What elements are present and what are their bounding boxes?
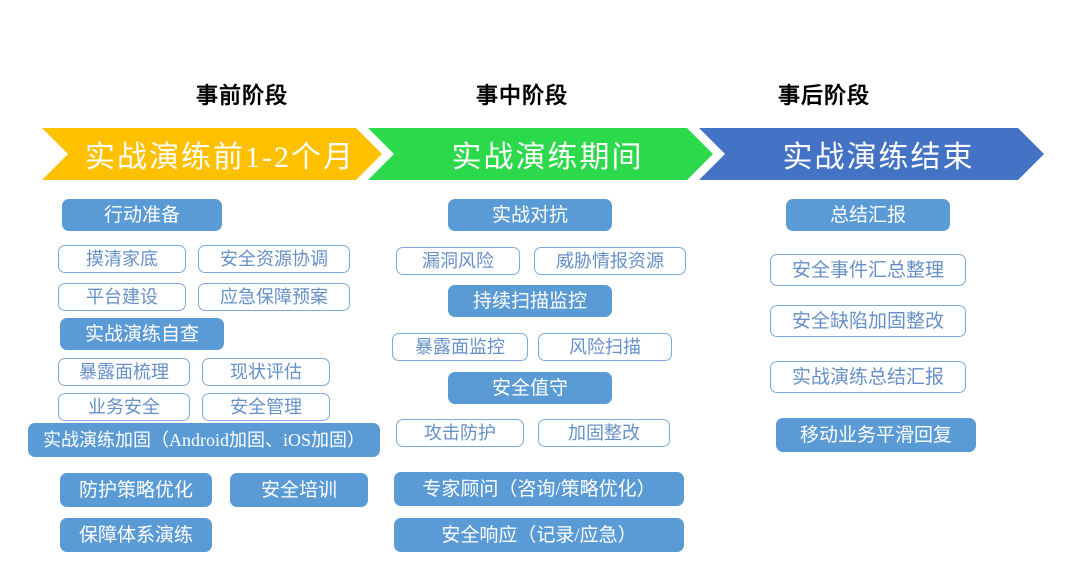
node-during-3[interactable]: 持续扫描监控	[448, 285, 612, 317]
node-post-2[interactable]: 安全缺陷加固整改	[770, 305, 966, 337]
node-label: 实战演练加固（Android加固、iOS加固）	[42, 430, 365, 450]
node-label: 暴露面监控	[415, 337, 505, 357]
banner-chevron-during[interactable]: 实战演练期间	[368, 128, 713, 180]
node-label: 安全事件汇总整理	[791, 259, 944, 281]
node-during-5[interactable]: 风险扫描	[538, 333, 672, 361]
node-label: 安全培训	[260, 479, 337, 501]
node-label: 安全响应（记录/应急）	[441, 524, 637, 546]
node-during-6[interactable]: 安全值守	[448, 372, 612, 404]
node-label: 实战对抗	[491, 204, 568, 226]
node-during-10[interactable]: 安全响应（记录/应急）	[394, 518, 684, 552]
node-pre-3[interactable]: 平台建设	[58, 283, 186, 311]
node-label: 现状评估	[230, 362, 302, 382]
phase-during-caption: 事中阶段	[476, 84, 569, 109]
node-pre-0[interactable]: 行动准备	[62, 199, 222, 231]
banner-chevron-post[interactable]: 实战演练结束	[699, 128, 1044, 180]
banner-chevron-post-label: 实战演练结束	[782, 141, 975, 174]
node-pre-1[interactable]: 摸清家底	[58, 245, 186, 273]
node-during-0[interactable]: 实战对抗	[448, 199, 612, 231]
node-label: 暴露面梳理	[79, 362, 169, 382]
node-label: 防护策略优化	[78, 479, 193, 501]
node-label: 威胁情报资源	[556, 251, 664, 271]
node-label: 专家顾问（咨询/策略优化）	[422, 478, 656, 500]
node-label: 保障体系演练	[78, 524, 193, 546]
node-label: 实战演练自查	[84, 323, 199, 345]
node-label: 安全缺陷加固整改	[791, 310, 944, 332]
node-label: 行动准备	[103, 204, 180, 226]
node-during-9[interactable]: 专家顾问（咨询/策略优化）	[394, 472, 684, 506]
node-pre-13[interactable]: 保障体系演练	[60, 518, 212, 552]
node-label: 安全值守	[491, 377, 568, 399]
node-label: 实战演练总结汇报	[791, 366, 944, 388]
node-label: 持续扫描监控	[472, 290, 587, 312]
node-pre-9[interactable]: 安全管理	[202, 393, 330, 421]
node-pre-11[interactable]: 防护策略优化	[60, 473, 212, 507]
node-post-0[interactable]: 总结汇报	[786, 199, 950, 231]
node-label: 安全资源协调	[220, 249, 328, 269]
node-label: 漏洞风险	[422, 251, 494, 271]
node-pre-10[interactable]: 实战演练加固（Android加固、iOS加固）	[28, 423, 380, 457]
banner-chevron-during-label: 实战演练期间	[451, 141, 644, 174]
banner-chevron-pre[interactable]: 实战演练前1-2个月	[42, 128, 382, 180]
node-post-3[interactable]: 实战演练总结汇报	[770, 361, 966, 393]
node-label: 安全管理	[230, 397, 302, 417]
node-pre-5[interactable]: 实战演练自查	[60, 318, 224, 350]
node-label: 平台建设	[86, 287, 158, 307]
node-pre-12[interactable]: 安全培训	[230, 473, 368, 507]
node-label: 应急保障预案	[220, 287, 328, 307]
node-pre-4[interactable]: 应急保障预案	[198, 283, 350, 311]
node-label: 风险扫描	[569, 337, 641, 357]
node-label: 摸清家底	[86, 249, 158, 269]
node-during-7[interactable]: 攻击防护	[396, 419, 524, 447]
node-during-2[interactable]: 威胁情报资源	[534, 247, 686, 275]
node-during-1[interactable]: 漏洞风险	[396, 247, 520, 275]
node-during-8[interactable]: 加固整改	[538, 419, 670, 447]
phase-banner: 实战演练前1-2个月 实战演练期间 实战演练结束	[0, 128, 1080, 180]
phase-pre-caption: 事前阶段	[196, 84, 289, 109]
node-label: 攻击防护	[424, 423, 496, 443]
phase-post-caption: 事后阶段	[778, 84, 871, 109]
node-pre-7[interactable]: 现状评估	[202, 358, 330, 386]
node-during-4[interactable]: 暴露面监控	[392, 333, 528, 361]
node-pre-2[interactable]: 安全资源协调	[198, 245, 350, 273]
node-post-1[interactable]: 安全事件汇总整理	[770, 254, 966, 286]
node-label: 总结汇报	[829, 204, 906, 226]
node-label: 移动业务平滑回复	[799, 424, 952, 446]
node-pre-8[interactable]: 业务安全	[58, 393, 190, 421]
node-label: 加固整改	[568, 423, 640, 443]
banner-chevron-pre-label: 实战演练前1-2个月	[85, 141, 355, 174]
node-label: 业务安全	[88, 397, 160, 417]
node-post-4[interactable]: 移动业务平滑回复	[776, 418, 976, 452]
node-pre-6[interactable]: 暴露面梳理	[58, 358, 190, 386]
